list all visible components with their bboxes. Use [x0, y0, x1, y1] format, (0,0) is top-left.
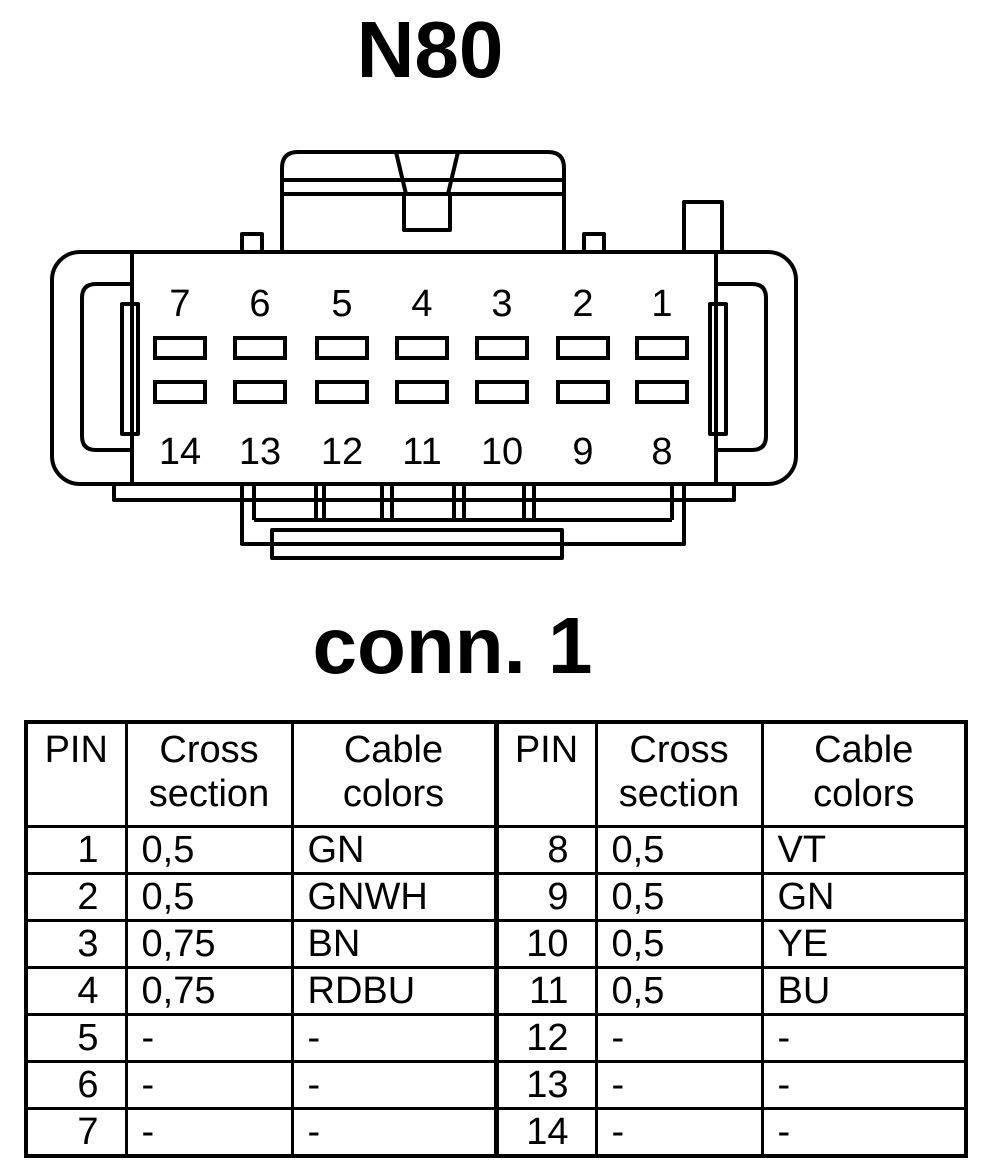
cable-color-cell: - [290, 1059, 498, 1110]
pin-slot [233, 380, 287, 404]
pin-slot [556, 380, 610, 404]
cross-section-cell: 0,5 [594, 965, 764, 1016]
cable-color-cell: GN [760, 871, 968, 922]
cable-color-cell: - [290, 1106, 498, 1157]
cross-section-cell: 0,5 [594, 871, 764, 922]
pin-number-cell: 11 [493, 965, 598, 1016]
pin-slot [395, 336, 449, 360]
pin-label: 3 [491, 283, 512, 325]
pin-number-cell: 4 [24, 965, 128, 1016]
pin-label: 7 [169, 283, 190, 325]
connector-tab-left [240, 232, 264, 254]
pin-number-cell: 6 [24, 1059, 128, 1110]
table-row: 7--14-- [24, 1106, 968, 1157]
side-latch-left [80, 282, 132, 452]
cable-color-cell: - [290, 1012, 498, 1063]
pin-number-cell: 7 [24, 1106, 128, 1157]
side-latch-right [716, 282, 768, 452]
cable-color-cell: BU [760, 965, 968, 1016]
cable-color-cell: GN [290, 824, 498, 875]
header-cable-colors: Cable colors [290, 720, 498, 828]
cable-color-cell: - [760, 1012, 968, 1063]
header-pin: PIN [24, 720, 128, 828]
pin-label: 4 [411, 283, 432, 325]
diagram-title: N80 [356, 5, 504, 94]
pin-assignment-table: PIN Cross section Cable colors PIN Cross… [24, 720, 968, 1158]
pin-number-cell: 2 [24, 871, 128, 922]
header-cross-section: Cross section [124, 720, 294, 828]
pin-label: 1 [651, 283, 672, 325]
connector-latch [280, 150, 566, 252]
header-cable-colors: Cable colors [760, 720, 968, 828]
cross-section-cell: 0,75 [124, 918, 294, 969]
pin-slot [233, 336, 287, 360]
pin-number-cell: 5 [24, 1012, 128, 1063]
pin-label: 10 [481, 431, 523, 473]
pin-slot [635, 380, 689, 404]
pin-number-cell: 9 [493, 871, 598, 922]
connector-foot [270, 528, 564, 560]
pin-label: 6 [249, 283, 270, 325]
cable-color-cell: BN [290, 918, 498, 969]
pin-slot [153, 380, 207, 404]
pin-slot [475, 380, 529, 404]
pin-slot [315, 336, 369, 360]
cable-color-cell: - [760, 1106, 968, 1157]
cross-section-cell: - [594, 1012, 764, 1063]
pin-slot [395, 380, 449, 404]
cross-section-cell: 0,5 [594, 824, 764, 875]
pin-label: 2 [572, 283, 593, 325]
connector-drawing: 7 14 6 13 5 12 4 11 3 10 2 9 1 8 [50, 150, 798, 560]
pin-slot [315, 380, 369, 404]
cross-section-cell: - [594, 1059, 764, 1110]
cable-color-cell: GNWH [290, 871, 498, 922]
connector-tab-right [582, 232, 606, 254]
cross-section-cell: - [594, 1106, 764, 1157]
pin-number-cell: 1 [24, 824, 128, 875]
pin-number-cell: 8 [493, 824, 598, 875]
header-pin: PIN [493, 720, 598, 828]
cross-section-cell: 0,75 [124, 965, 294, 1016]
connector-name: conn. 1 [312, 601, 593, 690]
pin-label: 9 [572, 431, 593, 473]
pin-number-cell: 14 [493, 1106, 598, 1157]
pin-slot [556, 336, 610, 360]
cable-color-cell: RDBU [290, 965, 498, 1016]
table-row: 5--12-- [24, 1012, 968, 1063]
cross-section-cell: - [124, 1059, 294, 1110]
pin-slot [153, 336, 207, 360]
pin-label: 13 [239, 431, 281, 473]
header-cross-section: Cross section [594, 720, 764, 828]
table-row: 6--13-- [24, 1059, 968, 1110]
cross-section-cell: - [124, 1106, 294, 1157]
pin-label: 8 [651, 431, 672, 473]
cross-section-cell: - [124, 1012, 294, 1063]
connector-post [682, 200, 724, 254]
pin-label: 5 [331, 283, 352, 325]
pin-label: 12 [321, 431, 363, 473]
cross-section-cell: 0,5 [594, 918, 764, 969]
pin-number-cell: 10 [493, 918, 598, 969]
table-header-row: PIN Cross section Cable colors PIN Cross… [24, 720, 968, 828]
pin-label: 11 [402, 431, 441, 473]
pin-number-cell: 12 [493, 1012, 598, 1063]
pin-number-cell: 13 [493, 1059, 598, 1110]
cross-section-cell: 0,5 [124, 824, 294, 875]
pin-label: 14 [159, 431, 201, 473]
pin-number-cell: 3 [24, 918, 128, 969]
pin-slot [635, 336, 689, 360]
cross-section-cell: 0,5 [124, 871, 294, 922]
pin-slot [475, 336, 529, 360]
cable-color-cell: YE [760, 918, 968, 969]
cable-color-cell: VT [760, 824, 968, 875]
cable-color-cell: - [760, 1059, 968, 1110]
